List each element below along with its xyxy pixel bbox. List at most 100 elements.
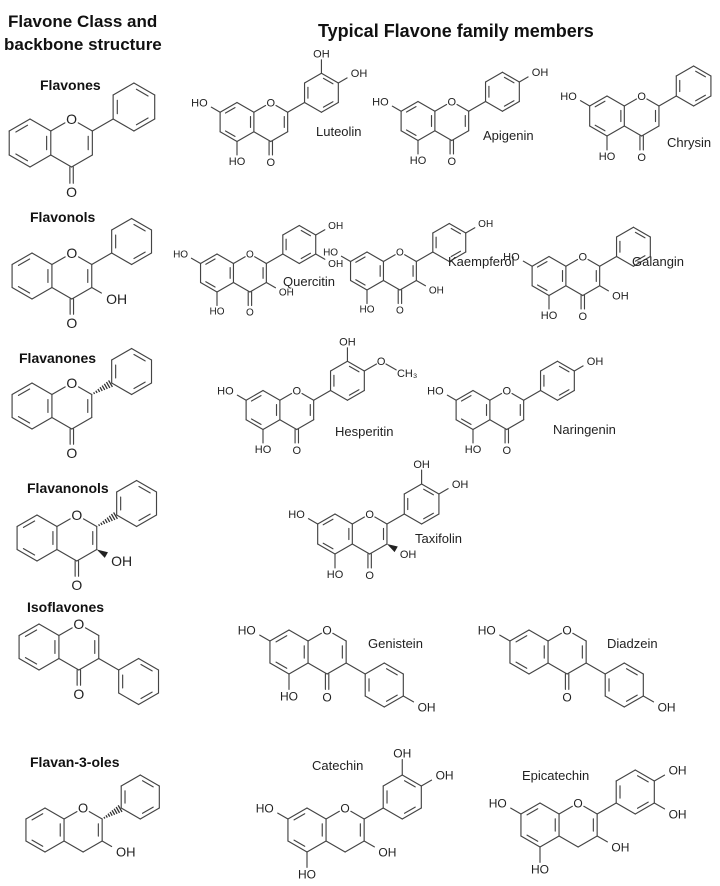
carbonyl-oxygen-label: O [73,686,84,702]
ring-a-double-bond [526,808,539,816]
ring-b-link-bond [313,389,332,401]
ring-c-bond [547,662,568,675]
ring-c-bond [50,154,73,168]
ring-b-bond [118,657,140,671]
compound-name: Genistein [368,636,423,651]
ring-b-bond [303,72,323,84]
ring-c-bond [489,419,508,431]
hashed-wedge-bond [103,805,123,819]
ring-a-bond [16,548,38,562]
ring-a-double-bond [594,100,606,108]
ring-c-bond [382,254,396,263]
substituent-4-prime-label: OH [418,700,436,714]
substituent-3-prime-label: OH [339,337,356,349]
ring-b-bond [116,514,138,528]
ring-c-bond [434,130,453,142]
ring-a-double-bond [31,839,44,847]
carbonyl-oxygen-label: O [365,570,374,582]
substituent-5-label: HO [255,444,272,456]
substituent-5-label: HO [298,867,316,881]
ring-a-bond [539,802,560,815]
ring-a-double-bond [15,153,29,162]
ring-oxygen-label: O [73,616,84,632]
ring-c-bond [456,103,470,112]
ring-b-bond [432,222,450,234]
substituent-bond [653,774,666,782]
ring-a-bond [288,629,309,642]
ring-a-bond [245,419,264,431]
carbonyl-oxygen-label: O [246,308,254,319]
substituent-4-prime-label: OH [436,768,454,782]
ring-b-bond [382,807,403,820]
ring-b-double-bond [625,694,638,702]
carbonyl-oxygen-label: O [71,577,82,593]
ring-c-bond [641,125,660,137]
substituent-7-label: HO [288,509,305,521]
ring-b-double-bond [135,88,149,97]
ring-oxygen-label: O [340,801,349,815]
ring-c-bond [279,392,293,401]
ring-b-bond [623,662,644,675]
ring-b-double-bond [138,513,151,522]
ring-a-double-bond [17,388,31,396]
ring-b-bond [615,255,635,267]
substituent-7-label: HO [560,91,577,103]
ring-c-bond [307,632,322,642]
ring-a-bond [29,154,52,168]
ring-a-bond [31,382,53,396]
ring-b-bond [120,774,141,787]
ring-b-bond [634,802,655,815]
ring-b-bond [111,347,133,361]
ring-b-double-bond [450,250,462,258]
ring-c-bond [587,258,601,267]
ring-b-link-bond [265,253,284,265]
ring-b-bond [111,252,133,266]
ring-oxygen-label: O [322,623,331,637]
ring-b-bond [693,65,712,77]
ring-b-bond [298,224,317,236]
ring-c-bond [558,805,573,815]
ring-c-bond [301,392,315,401]
substituent-4-prime-label: OH [669,763,687,777]
ring-a-bond [417,130,436,142]
ring-b-double-bond [140,691,153,700]
ring-a-bond [25,840,46,853]
ring-b-double-bond [625,668,638,676]
ring-a-double-bond [22,548,36,556]
ring-b-bond [131,382,153,396]
ring-a-bond [589,95,608,107]
ring-a-bond [36,514,58,528]
ring-a-bond [334,543,353,555]
ring-b-bond [303,101,323,113]
compound-name: Diadzein [607,636,658,651]
ring-a-bond [44,807,65,820]
ring-c-bond [56,548,78,562]
methyl-label: CH₃ [397,368,417,380]
substituent-bond [579,100,591,107]
ring-b-bond [120,807,141,820]
substituent-bond [510,807,522,815]
ring-b-bond [111,382,133,396]
substituent-3-label: OH [378,845,396,859]
ring-b-bond [401,774,422,787]
carbonyl-oxygen-label: O [396,306,404,317]
ring-a-bond [528,629,549,642]
carbonyl-oxygen-label: O [266,157,275,169]
substituent-bond [438,488,449,495]
ring-b-bond [320,101,339,113]
ring-b-double-bond [385,694,398,702]
ring-a-bond [11,286,33,300]
ring-b-double-bond [503,76,515,84]
ring-b-link-bond [468,100,487,112]
ring-b-double-bond [348,365,360,373]
ring-a-bond [216,253,235,265]
ring-b-link-bond [363,807,384,820]
ring-b-bond [448,251,467,263]
ring-b-bond [136,479,158,493]
class-name: Flavanones [19,350,96,366]
substituent-3-label: OH [116,845,136,860]
substituent-bond [642,695,655,703]
